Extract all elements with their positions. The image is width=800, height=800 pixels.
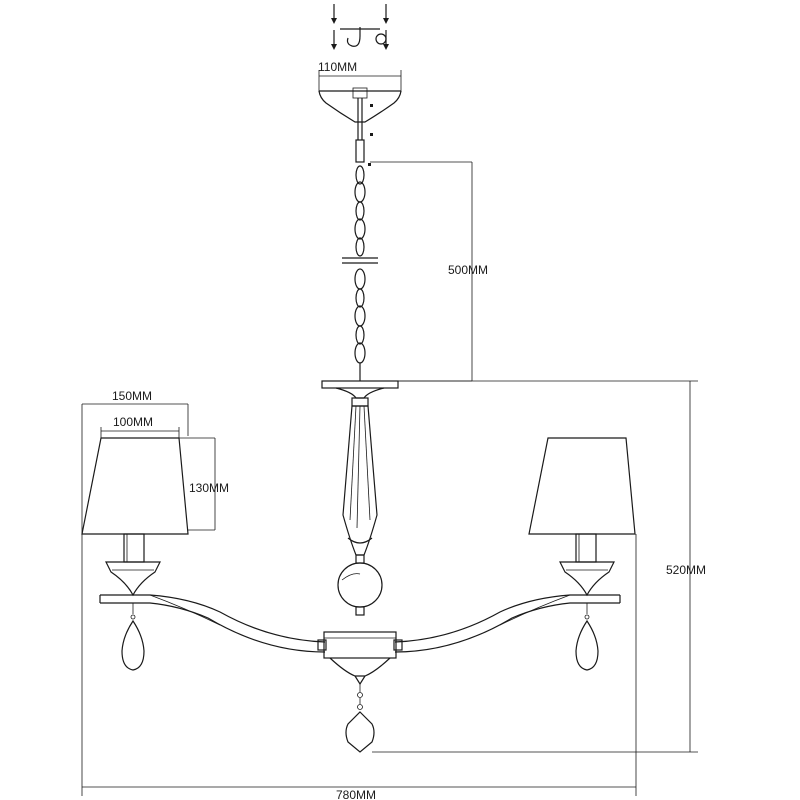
ceiling-hook-icon <box>346 27 361 47</box>
shade-outer-width-label: 150MM <box>112 389 152 403</box>
right-arm <box>394 533 621 653</box>
ceiling-canopy <box>318 87 402 163</box>
shade-height-label: 130MM <box>189 481 229 495</box>
mounting-hardware <box>331 4 389 50</box>
canopy-width-label: 110MM <box>318 60 357 74</box>
right-lamp-shade <box>528 437 636 535</box>
shade-height-dimension: 130MM <box>179 437 229 531</box>
left-arm <box>99 533 326 653</box>
body-height-label: 520MM <box>666 563 706 577</box>
decorative-sphere <box>337 562 383 608</box>
chain-length-label: 500MM <box>448 263 488 277</box>
canopy-width-dimension: 110MM <box>318 60 402 92</box>
left-crystal-drop <box>121 603 145 671</box>
center-crystal-ball <box>345 684 375 753</box>
shade-outer-width-dimension: 150MM <box>81 389 189 534</box>
screw-icon <box>331 4 337 24</box>
chain-length-dimension: 500MM <box>370 161 488 382</box>
central-column <box>321 380 399 616</box>
left-lamp-shade <box>81 437 189 535</box>
right-crystal-drop <box>575 603 599 671</box>
screw-icon <box>331 30 337 50</box>
overall-width-label: 780MM <box>336 788 376 800</box>
central-hub <box>317 631 403 686</box>
shade-inner-width-dimension: 100MM <box>100 415 180 438</box>
shade-inner-width-label: 100MM <box>113 415 153 429</box>
body-height-dimension: 520MM <box>372 380 706 753</box>
chain <box>342 163 378 381</box>
screw-icon <box>383 4 389 24</box>
overall-width-dimension: 780MM <box>81 534 637 800</box>
